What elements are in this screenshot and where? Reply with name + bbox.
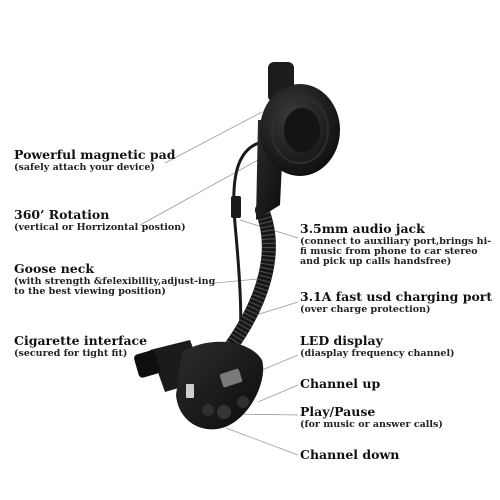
label-title: Powerful magnetic pad — [14, 147, 176, 162]
label-sub: (diasplay frequency channel) — [300, 348, 455, 360]
label-sub: (safely attach your device) — [14, 162, 155, 174]
label-title: 3.5mm audio jack — [300, 221, 425, 236]
cable-plug — [231, 196, 241, 218]
label-title: Goose neck — [14, 261, 95, 276]
label-cigarette: Cigarette interface (secured for tight f… — [14, 334, 147, 359]
label-play-pause: Play/Pause (for music or answer calls) — [300, 405, 443, 430]
play-pause-button — [217, 405, 231, 419]
label-sub: (connect to auxiliary port,brings hi-fi … — [300, 236, 492, 268]
channel-up-button — [237, 396, 249, 408]
label-title: LED display — [300, 333, 383, 348]
audio-cable — [232, 140, 263, 336]
label-charging-port: 3.1A fast usd charging port (over charge… — [300, 290, 492, 315]
label-rotation: 360’ Rotation (vertical or Horrizontal p… — [14, 208, 186, 233]
label-channel-down: Channel down — [300, 448, 399, 461]
label-title: Channel up — [300, 376, 381, 391]
label-magnetic-pad: Powerful magnetic pad (safely attach you… — [14, 148, 175, 173]
label-title: 360’ Rotation — [14, 207, 110, 222]
label-sub: (vertical or Horrizontal postion) — [14, 222, 186, 234]
label-sub: (over charge protection) — [300, 304, 431, 316]
label-led-display: LED display (diasplay frequency channel) — [300, 334, 455, 359]
channel-down-button — [202, 404, 214, 416]
label-goose-neck: Goose neck (with strength &felexibility,… — [14, 262, 219, 297]
label-title: 3.1A fast usd charging port — [300, 289, 493, 304]
label-sub: (for music or answer calls) — [300, 419, 443, 431]
label-sub: (secured for tight fit) — [14, 348, 128, 360]
label-channel-up: Channel up — [300, 377, 380, 390]
label-title: Channel down — [300, 447, 400, 462]
label-title: Play/Pause — [300, 404, 376, 419]
label-audio-jack: 3.5mm audio jack (connect to auxiliary p… — [300, 222, 495, 267]
label-title: Cigarette interface — [14, 333, 148, 348]
usb-port — [186, 384, 194, 398]
led-screen — [219, 368, 243, 388]
label-sub: (with strength &felexibility,adjust-ing … — [14, 276, 216, 298]
goose-neck — [225, 203, 276, 352]
